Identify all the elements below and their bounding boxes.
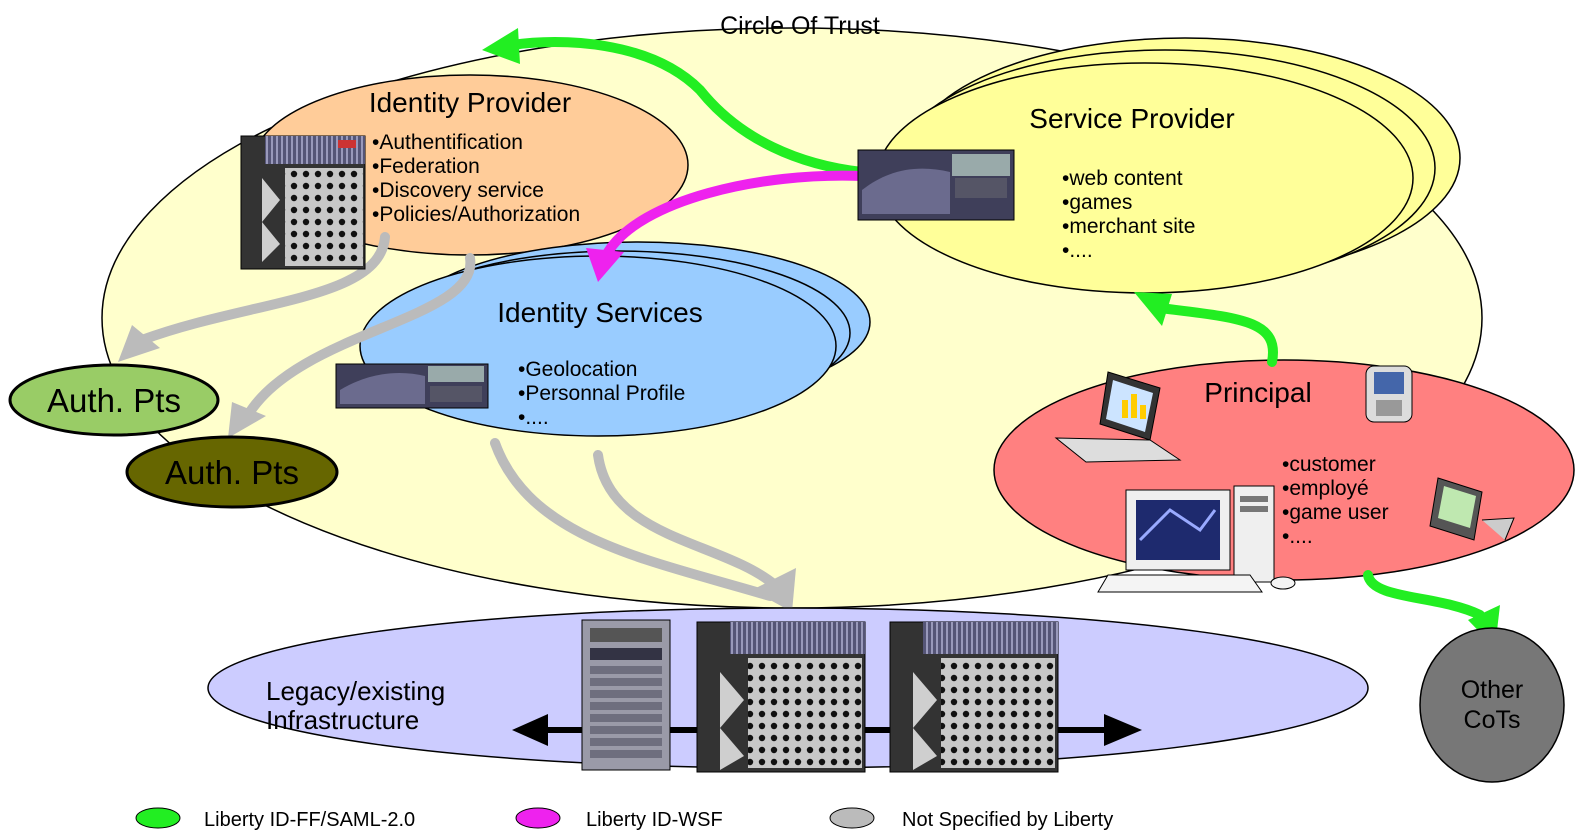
legend-swatch xyxy=(515,807,561,829)
desktop-computer-icon xyxy=(1097,485,1296,593)
principal-item: •game user xyxy=(1282,501,1389,524)
legacy-server-holes-icon xyxy=(696,621,866,773)
sp-server-icon xyxy=(857,149,1015,221)
identity-services-title: Identity Services xyxy=(497,297,702,328)
other-cots: Other CoTs xyxy=(1419,627,1565,783)
auth-pts-1-ellipse xyxy=(8,363,220,437)
service-provider-item: •.... xyxy=(1062,239,1093,262)
identity-provider-item: •Federation xyxy=(372,155,480,178)
legend-item: Not Specified by Liberty xyxy=(829,807,1113,831)
legacy-bus-right-arrowhead xyxy=(1104,714,1142,746)
legacy-server-holes-icon xyxy=(889,621,1059,773)
green-arrows xyxy=(482,28,1500,648)
legend-swatch xyxy=(829,807,875,829)
mobile-phone-icon xyxy=(1365,365,1413,423)
identity-provider-item: •Policies/Authorization xyxy=(372,203,580,226)
idp-server-icon xyxy=(240,135,366,270)
pda-icon xyxy=(1429,477,1515,541)
legend-swatch xyxy=(135,807,181,829)
identity-services-item: •.... xyxy=(518,406,549,429)
auth-pts-1-label: Auth. Pts xyxy=(47,382,181,419)
auth-pts-2-ellipse xyxy=(125,435,339,509)
other-cots-line: Other xyxy=(1461,676,1524,704)
principal: Principal •customer •employé •game user … xyxy=(993,359,1575,581)
grey-arrows xyxy=(118,232,796,612)
legend-item: Liberty ID-FF/SAML-2.0 xyxy=(135,807,415,831)
service-provider-item: •games xyxy=(1062,191,1132,214)
legend-item: Liberty ID-WSF xyxy=(515,807,723,831)
legacy-bus-left-arrowhead xyxy=(512,714,548,746)
laptop-icon xyxy=(1054,371,1182,463)
legacy-label-line: Legacy/existing xyxy=(266,676,445,706)
identity-services-ellipse xyxy=(359,255,837,437)
other-cots-line: CoTs xyxy=(1464,706,1521,734)
principal-item: •.... xyxy=(1282,525,1313,548)
service-provider-item: •merchant site xyxy=(1062,215,1195,238)
identity-services-item: •Geolocation xyxy=(518,358,637,381)
circle-of-trust-title: Circle Of Trust xyxy=(720,12,880,40)
principal-item: •employé xyxy=(1282,477,1369,500)
principal-item: •customer xyxy=(1282,453,1376,476)
service-provider-title: Service Provider xyxy=(1029,103,1234,134)
principal-title: Principal xyxy=(1204,377,1311,408)
auth-pts-1: Auth. Pts xyxy=(8,363,220,437)
legacy-label-line: Infrastructure xyxy=(266,705,419,735)
legend: Liberty ID-FF/SAML-2.0 Liberty ID-WSF No… xyxy=(135,807,1113,831)
ids-server-icon xyxy=(335,363,489,409)
auth-pts-2: Auth. Pts xyxy=(125,435,339,509)
legend-label: Liberty ID-FF/SAML-2.0 xyxy=(204,809,415,831)
service-provider-item: •web content xyxy=(1062,167,1183,190)
legend-label: Liberty ID-WSF xyxy=(586,809,723,831)
magenta-arrow xyxy=(586,170,867,282)
identity-services-item: •Personnal Profile xyxy=(518,382,685,405)
service-provider: Service Provider •web content •games •me… xyxy=(876,37,1461,294)
identity-provider-item: •Discovery service xyxy=(372,179,544,202)
other-cots-ellipse xyxy=(1419,627,1565,783)
identity-provider-title: Identity Provider xyxy=(369,87,571,118)
auth-pts-2-label: Auth. Pts xyxy=(165,454,299,491)
identity-provider-item: •Authentification xyxy=(372,131,523,154)
legacy-server-tower-icon xyxy=(581,619,671,771)
legend-label: Not Specified by Liberty xyxy=(902,809,1113,831)
